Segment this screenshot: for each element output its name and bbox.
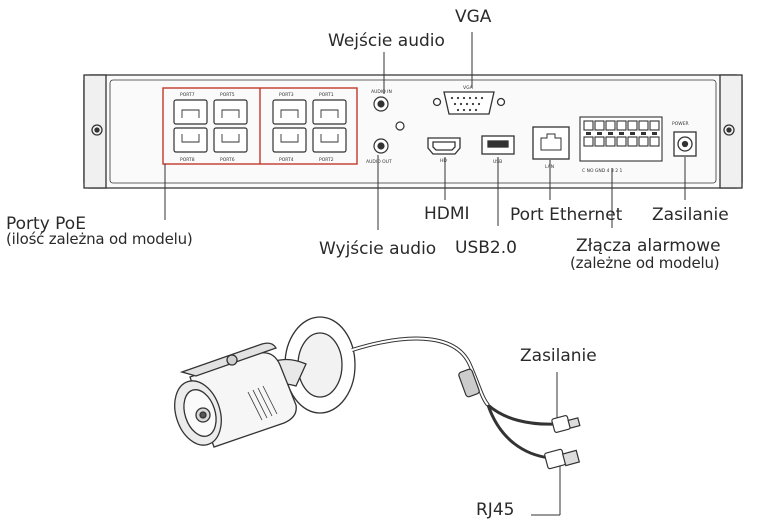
vga-port (432, 91, 506, 115)
port-label: PORT1 (319, 92, 334, 98)
vga-port-label: VGA (463, 85, 474, 91)
hdmi-port-label: HD (440, 158, 447, 164)
poe-port (272, 99, 307, 125)
audio-out-label: AUDIO OUT (366, 159, 392, 165)
power-connector (551, 415, 581, 433)
camera-power-callout: Zasilanie (520, 346, 597, 366)
alarm-terminals (579, 116, 663, 162)
poe-port (272, 127, 307, 153)
poe-port (173, 127, 208, 153)
ethernet-port (532, 126, 570, 160)
poe-port (213, 99, 248, 125)
port-label: PORT3 (279, 92, 294, 98)
usb-port (481, 135, 515, 155)
audio-in-label: AUDIO IN (371, 89, 392, 95)
alarm-terminal-label: C NO GND 4 3 2 1 (582, 168, 623, 174)
port-label: PORT2 (319, 157, 334, 163)
vga-callout: VGA (455, 7, 492, 27)
port-label: PORT4 (279, 157, 294, 163)
rj45-connector (544, 448, 581, 470)
leader-lines (164, 32, 686, 516)
bullet-camera (174, 316, 356, 448)
poe-port (213, 127, 248, 153)
poe-callout-title: Porty PoE (6, 214, 86, 234)
poe-port (312, 99, 347, 125)
usb-callout: USB2.0 (455, 238, 517, 258)
rj45-callout: RJ45 (476, 500, 515, 520)
ethernet-callout: Port Ethernet (510, 205, 623, 225)
camera-cable (351, 336, 556, 460)
alarm-callout-note: (zależne od modelu) (570, 254, 720, 272)
poe-port (312, 127, 347, 153)
hdmi-port (427, 137, 461, 155)
poe-port (173, 99, 208, 125)
audio-out-callout: Wyjście audio (319, 239, 437, 259)
poe-ports: PORT7 PORT5 PORT3 PORT1 PORT8 PORT6 PORT… (162, 87, 358, 165)
audio-jacks (373, 96, 405, 154)
port-label: PORT7 (180, 92, 195, 98)
port-label: PORT6 (220, 157, 235, 163)
poe-callout-note: (ilość zależna od modelu) (6, 230, 193, 248)
alarm-callout-title: Złącza alarmowe (576, 236, 721, 256)
power-callout: Zasilanie (652, 205, 729, 225)
power-socket (673, 131, 697, 157)
audio-in-callout: Wejście audio (328, 31, 445, 51)
power-socket-label: POWER (672, 121, 689, 127)
hdmi-callout: HDMI (424, 204, 470, 224)
nvr-back-panel (83, 74, 743, 189)
port-label: PORT5 (220, 92, 235, 98)
port-label: PORT8 (180, 157, 195, 163)
